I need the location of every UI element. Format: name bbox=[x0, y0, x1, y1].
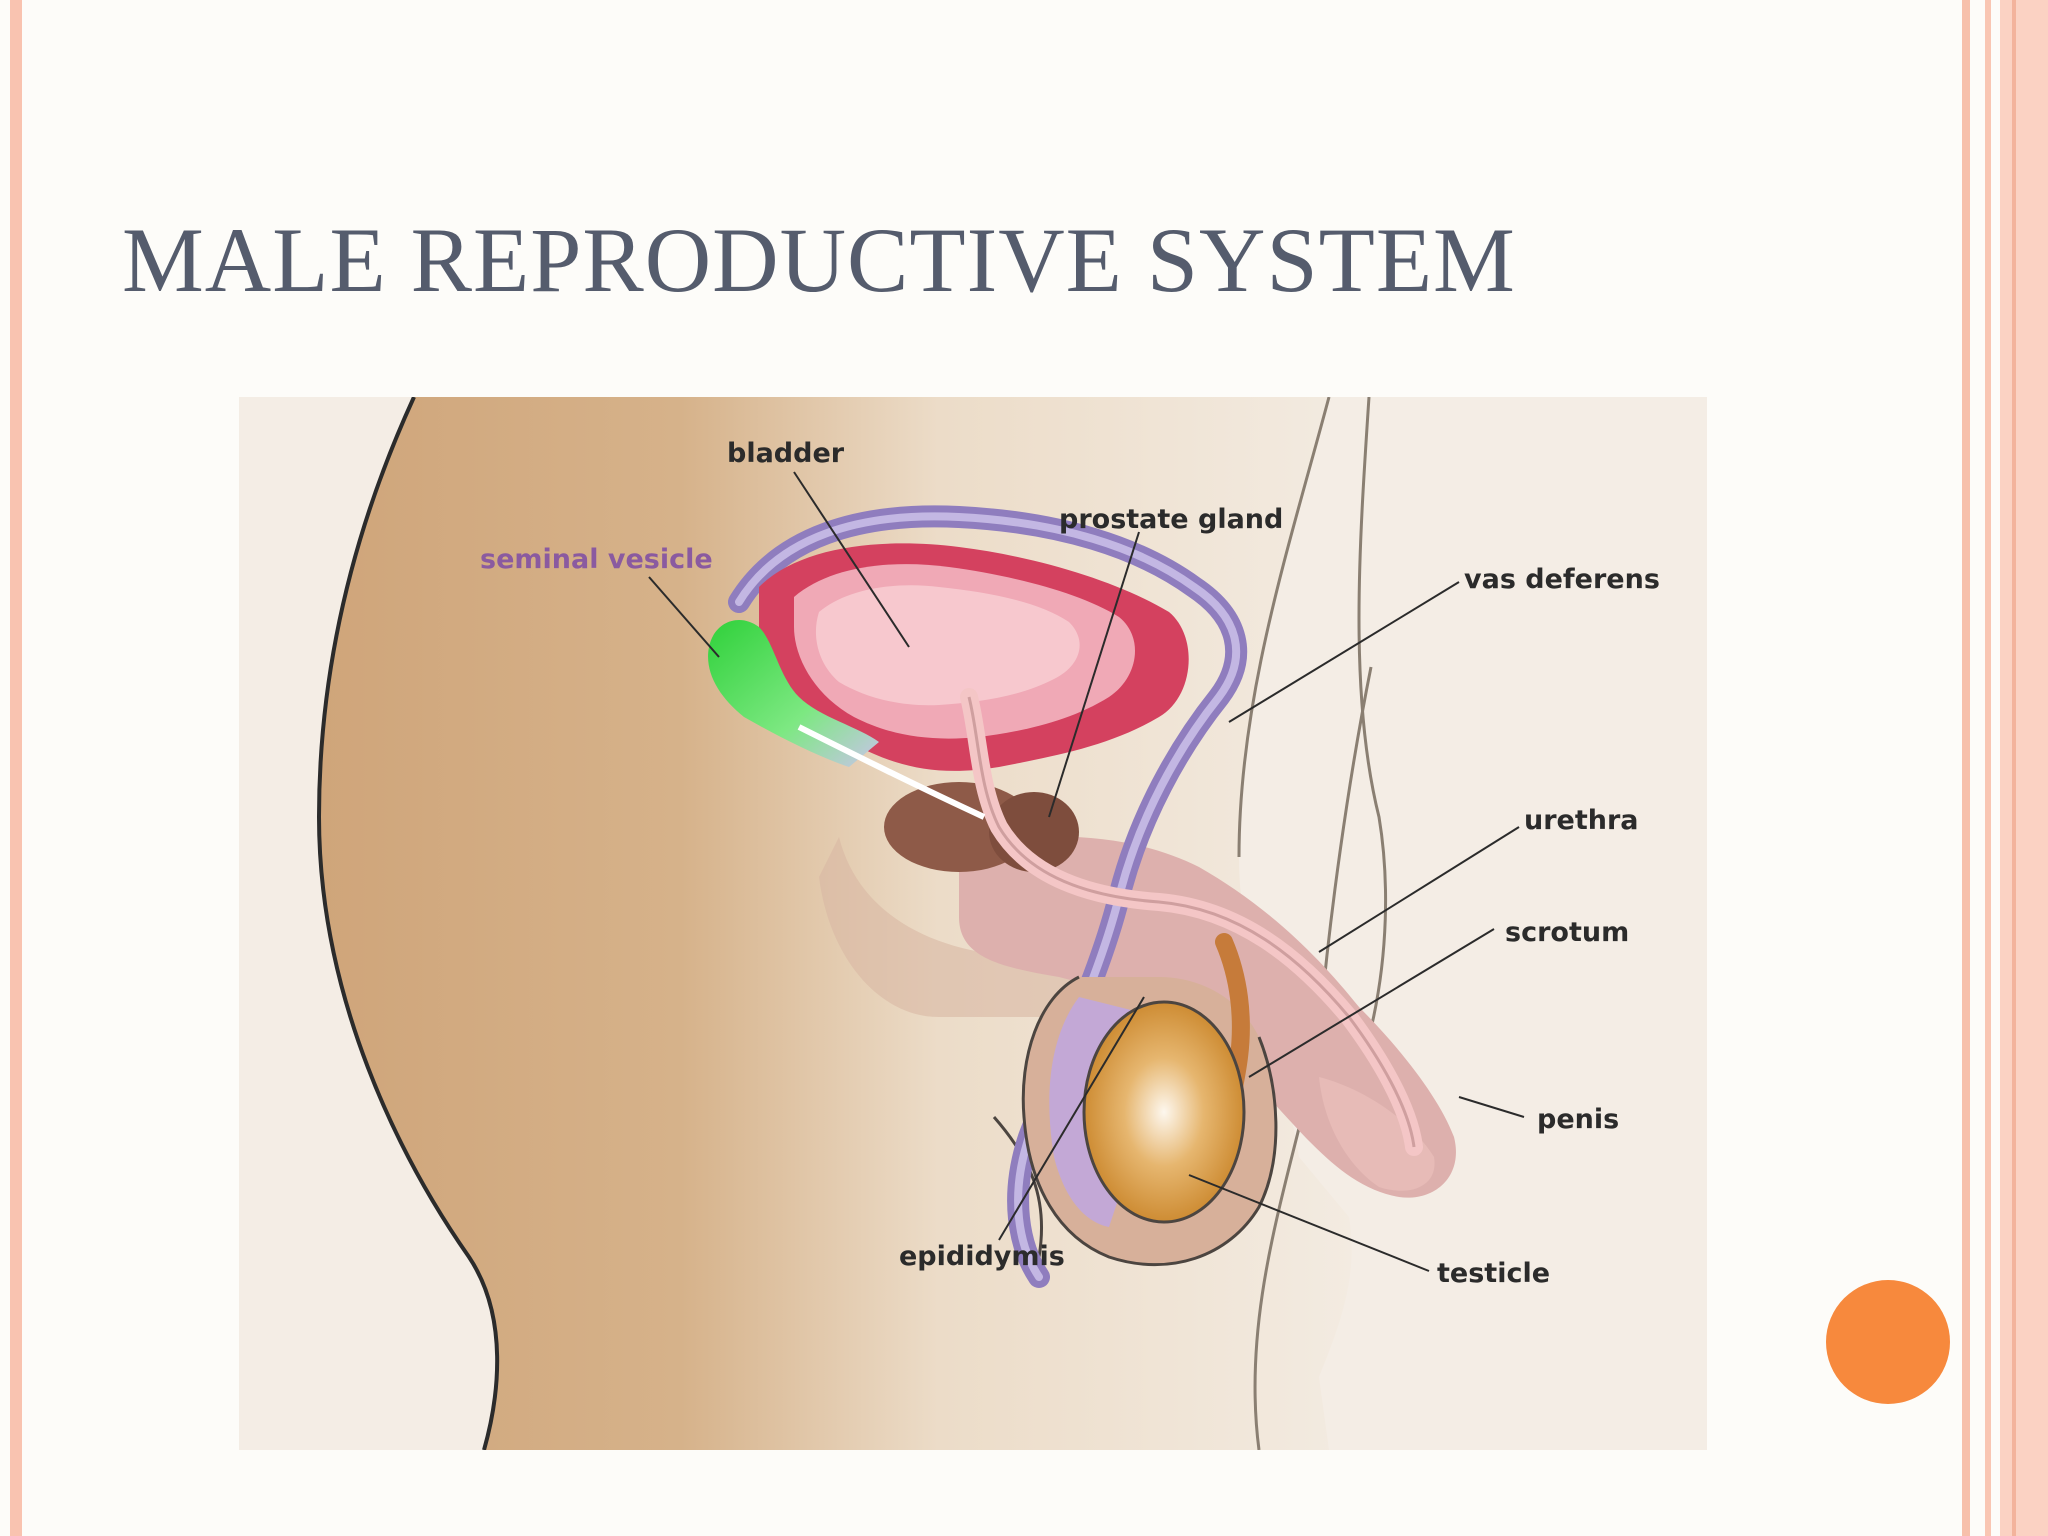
scrotum-leader bbox=[1248, 928, 1495, 1078]
label-scrotum: scrotum bbox=[1505, 917, 1629, 948]
thigh-outline bbox=[1237, 397, 1331, 858]
label-prostate-gland: prostate gland bbox=[1059, 504, 1283, 535]
anatomy-illustration: bladder prostate gland seminal vesicle v… bbox=[239, 397, 1707, 1450]
urethra-outline bbox=[967, 696, 1416, 1148]
testicle-leader bbox=[1188, 1174, 1430, 1272]
urethra-leader bbox=[1318, 826, 1520, 953]
bladder-interior bbox=[815, 585, 1080, 706]
epididymis-leader bbox=[998, 996, 1145, 1241]
back-leg-line bbox=[992, 1116, 1044, 1258]
label-vas-deferens: vas deferens bbox=[1464, 564, 1660, 595]
label-epididymis: epididymis bbox=[899, 1241, 1065, 1272]
vas-deferens-leader bbox=[1228, 581, 1460, 723]
right-border-band bbox=[2000, 0, 2048, 1536]
ejaculatory-duct bbox=[797, 724, 986, 820]
body-outline bbox=[316, 397, 500, 1450]
label-seminal-vesicle: seminal vesicle bbox=[480, 544, 713, 575]
right-border-stripe bbox=[1985, 0, 1991, 1536]
glans bbox=[1319, 1077, 1435, 1191]
accent-circle bbox=[1826, 1280, 1950, 1404]
right-border-stripe bbox=[1962, 0, 1970, 1536]
left-border-stripe bbox=[10, 0, 22, 1536]
label-urethra: urethra bbox=[1524, 805, 1639, 836]
label-testicle: testicle bbox=[1437, 1258, 1550, 1289]
penis-leader bbox=[1458, 1096, 1525, 1118]
leg-outline bbox=[1357, 397, 1388, 1038]
label-penis: penis bbox=[1537, 1104, 1619, 1135]
prostate-leader bbox=[1048, 531, 1140, 818]
label-bladder: bladder bbox=[727, 438, 845, 469]
scrotum-outline bbox=[1021, 975, 1278, 1267]
testicle-outline bbox=[1082, 1000, 1246, 1224]
bladder-leader bbox=[793, 471, 910, 648]
leader-lines bbox=[648, 471, 1525, 1272]
seminal-vesicle-leader bbox=[648, 576, 720, 658]
seminal-vesicle-shape bbox=[708, 619, 879, 767]
slide-title: MALE REPRODUCTIVE SYSTEM bbox=[122, 209, 1516, 311]
right-border-stripe bbox=[2012, 0, 2016, 1536]
anatomy-diagram: bladder prostate gland seminal vesicle v… bbox=[239, 397, 1707, 1450]
testicle-shape bbox=[1084, 1002, 1244, 1222]
